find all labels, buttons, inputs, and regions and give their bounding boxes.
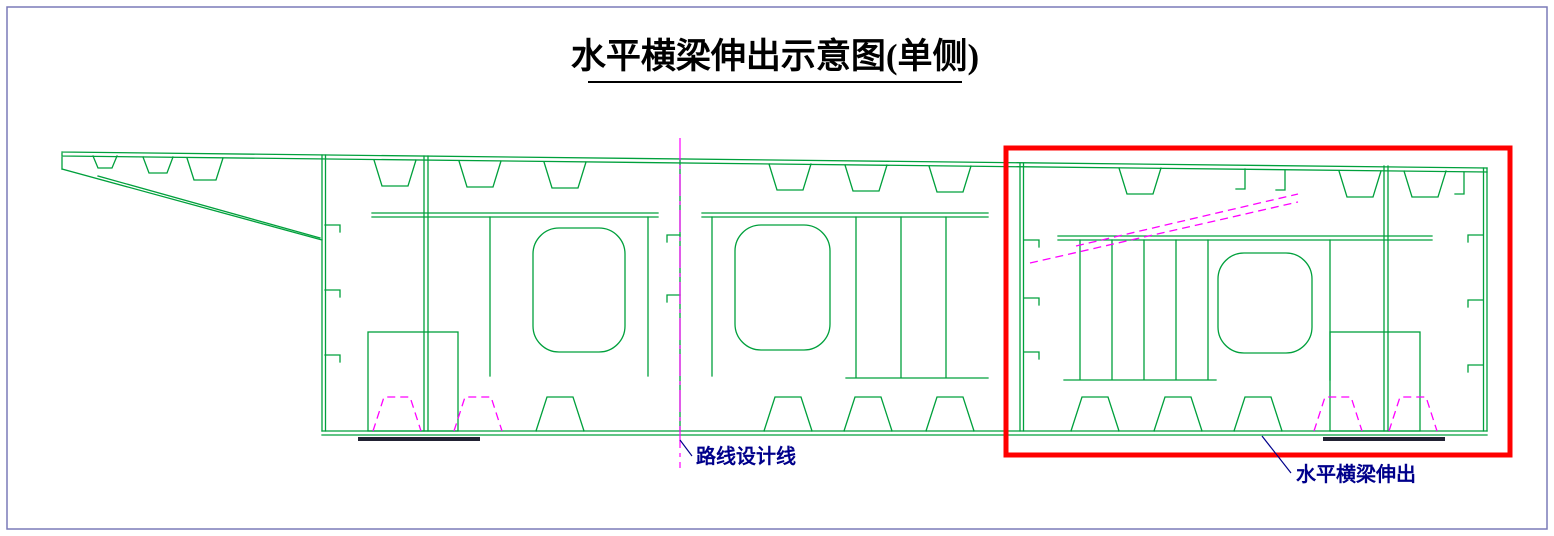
annotations: 路线设计线 水平横梁伸出 bbox=[679, 435, 1416, 486]
deck-plate bbox=[61, 151, 1488, 173]
crossbeam-flanges bbox=[371, 212, 1433, 241]
sheet-border bbox=[6, 6, 1548, 530]
bearing-stiffener-box-left bbox=[367, 331, 459, 432]
centerline-label: 路线设计线 bbox=[696, 444, 796, 468]
crossbeam-stiffeners bbox=[489, 216, 1331, 381]
drawing-title: 水平横梁伸出示意图(单侧) bbox=[571, 37, 979, 76]
extension-leader bbox=[1261, 435, 1292, 474]
manhole-left bbox=[532, 227, 626, 353]
extension-phantom-lines bbox=[1029, 193, 1299, 264]
manhole-right bbox=[1217, 252, 1313, 354]
bottom-flange bbox=[321, 430, 1488, 436]
hidden-lines bbox=[372, 193, 1438, 432]
centerline-leader bbox=[679, 439, 693, 457]
title-block: 水平横梁伸出示意图(单侧) bbox=[571, 37, 979, 83]
top-hook-stiffeners bbox=[1235, 168, 1465, 195]
bottom-u-ribs bbox=[535, 396, 1283, 432]
highlight-box bbox=[1003, 145, 1513, 458]
top-u-ribs bbox=[92, 155, 1447, 198]
manhole-middle bbox=[734, 224, 831, 351]
hidden-bottom-u-ribs bbox=[372, 396, 1438, 432]
vertical-posts bbox=[423, 155, 1389, 432]
extension-label: 水平横梁伸出 bbox=[1296, 462, 1416, 486]
cantilever-soffit bbox=[61, 168, 323, 241]
bearing-plate-right bbox=[1323, 437, 1445, 441]
bearing-plate-left bbox=[358, 437, 480, 441]
girder-linework bbox=[61, 151, 1488, 436]
web-flange-hooks bbox=[324, 224, 1484, 373]
bearing-stiffener-box-right bbox=[1329, 331, 1421, 432]
